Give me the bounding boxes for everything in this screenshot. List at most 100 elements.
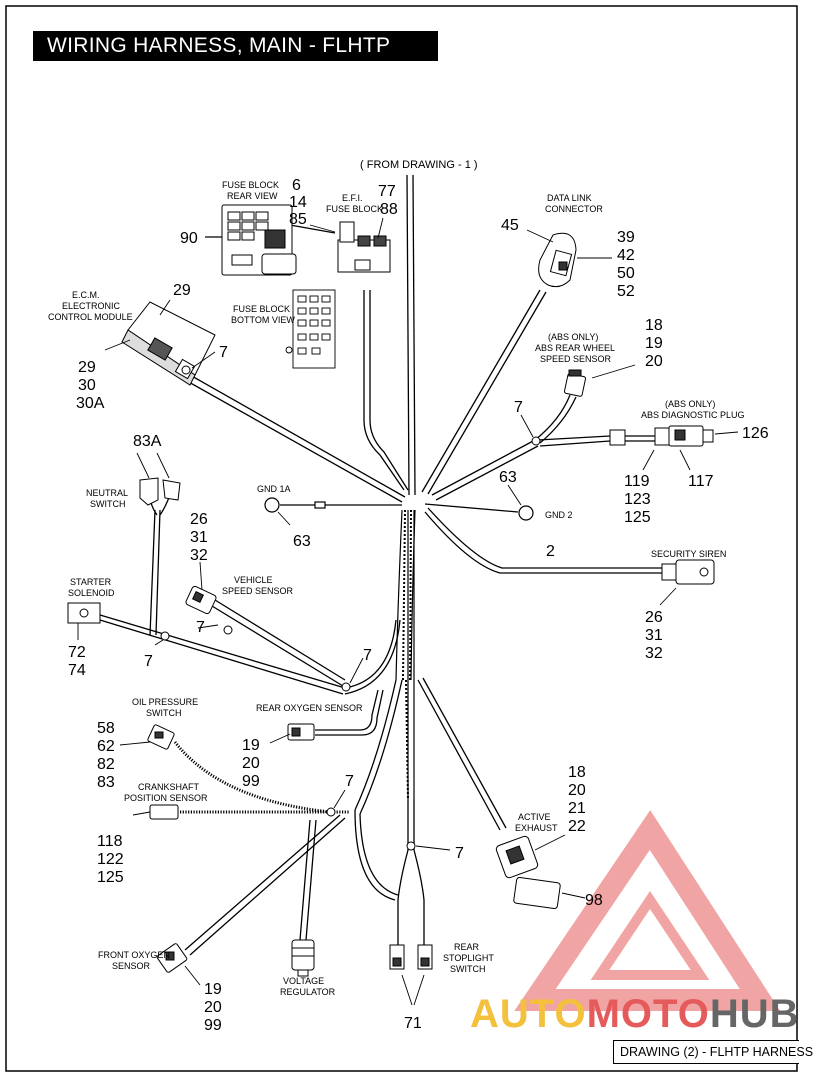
abs-wire-a [431, 439, 536, 496]
efi-fuse-block-icon [337, 221, 391, 273]
security-siren-connector-icon [661, 559, 715, 585]
callout: 58 [97, 720, 115, 737]
callout: 118 [97, 833, 123, 850]
callout: 31 [645, 627, 663, 644]
callout: 14 [289, 194, 307, 211]
stoplight-label: STOPLIGHT [443, 953, 494, 963]
starter-label: SOLENOID [68, 588, 115, 598]
efi-fuse-label: E.F.I. [342, 193, 363, 203]
efi-wire-a [363, 290, 405, 491]
harness-clip-icons [160, 365, 541, 851]
callout: 62 [97, 738, 115, 755]
callout: 30 [78, 377, 96, 394]
efi-wire-b [369, 290, 409, 491]
callout: 7 [144, 653, 153, 670]
harness-wires [99, 174, 662, 956]
callout: 126 [742, 425, 769, 442]
callout: 63 [293, 533, 311, 550]
callout: 119 [624, 473, 650, 490]
rear-oxygen-connector-icon [287, 723, 315, 741]
crank-label: CRANKSHAFT [138, 782, 200, 792]
datalink-wire-a [421, 289, 541, 493]
callout: 18 [645, 317, 663, 334]
callout: 20 [568, 782, 586, 799]
callout: 98 [585, 892, 603, 909]
callout: 29 [173, 282, 191, 299]
crank-label: POSITION SENSOR [124, 793, 208, 803]
active-exhaust-label: EXHAUST [515, 823, 558, 833]
watermark-logo-icon [514, 810, 781, 1011]
starter-label: STARTER [70, 577, 112, 587]
active-exhaust-label: ACTIVE [518, 812, 551, 822]
crankshaft-sensor-connector-icon [149, 804, 179, 820]
gnd2-label: GND 2 [545, 510, 573, 520]
active-exhaust-connector-icon [495, 835, 561, 910]
fuse-block-rear-view-icon [221, 204, 297, 276]
stoplight-switch-terminals-icon [389, 944, 433, 970]
neutral-switch-label: NEUTRAL [86, 488, 128, 498]
efi-fuse-label: FUSE BLOCK [326, 204, 383, 214]
callout: 99 [242, 773, 260, 790]
vehicle-speed-sensor-icon [185, 585, 217, 615]
neutral-switch-label: SWITCH [90, 499, 126, 509]
watermark-part: HUB [709, 992, 800, 1036]
oil-pressure-label: OIL PRESSURE [132, 697, 198, 707]
fuse-block-bottom-label: FUSE BLOCK [233, 304, 290, 314]
front-o2-label: SENSOR [112, 961, 151, 971]
callout: 83 [97, 774, 115, 791]
callout: 7 [455, 845, 464, 862]
callout: 7 [345, 773, 354, 790]
callout: 6 [292, 177, 301, 194]
callout: 82 [97, 756, 115, 773]
callout: 21 [568, 800, 586, 817]
siren-wire-a [424, 511, 662, 574]
callout: 29 [78, 359, 96, 376]
drawing-footer: DRAWING (2) - FLHTP HARNESS [613, 1040, 813, 1064]
fuse-block-rear-label: REAR VIEW [227, 191, 278, 201]
drawing-border [5, 5, 798, 1072]
voltage-regulator-label: REGULATOR [280, 987, 336, 997]
fuse-block-rear-label: FUSE BLOCK [222, 180, 279, 190]
callout: 20 [242, 755, 260, 772]
callout: 125 [624, 509, 651, 526]
callout: 99 [204, 1017, 222, 1034]
datalink-wire-b [427, 291, 547, 495]
callout: 125 [97, 869, 124, 886]
fuse-block-bottom-label: BOTTOM VIEW [231, 315, 295, 325]
abs-rear-label: SPEED SENSOR [540, 354, 612, 364]
callout: 26 [645, 609, 663, 626]
callout: 77 [378, 183, 396, 200]
abs-rear-speed-sensor-icon [563, 369, 587, 397]
starter-solenoid-icon [67, 602, 101, 624]
callout: 85 [289, 211, 307, 228]
callout: 7 [514, 399, 523, 416]
callout: 32 [645, 645, 663, 662]
ecm-label: E.C.M. [72, 290, 100, 300]
neutral-switch-icon [139, 477, 181, 506]
callout: 52 [617, 283, 635, 300]
front-o2-label: FRONT OXYGEN [98, 950, 170, 960]
callout: 7 [363, 647, 372, 664]
siren-wire-b [427, 507, 662, 569]
diagram-title: WIRING HARNESS, MAIN - FLHTP [33, 31, 438, 61]
callout: 19 [645, 335, 663, 352]
callout: 7 [196, 619, 205, 636]
callout: 22 [568, 818, 586, 835]
trunk-wire-b [412, 174, 416, 496]
ecm-wire-a [189, 374, 406, 498]
watermark-part: MOTO [586, 992, 710, 1036]
callout: 88 [380, 201, 398, 218]
callout: 20 [645, 353, 663, 370]
callout: 122 [97, 851, 124, 868]
leader-lines [77, 217, 739, 1006]
watermark-text: AUTOMOTOHUB [470, 992, 800, 1037]
gnd-ring-icon [264, 497, 534, 521]
front-oxygen-connector-icon [156, 943, 188, 973]
gnd1a-label: GND 1A [257, 484, 291, 494]
callout: 74 [68, 662, 86, 679]
callout: 72 [68, 644, 86, 661]
ecm-module-icon [121, 301, 216, 386]
callout: 50 [617, 265, 635, 282]
callout: 19 [242, 737, 260, 754]
